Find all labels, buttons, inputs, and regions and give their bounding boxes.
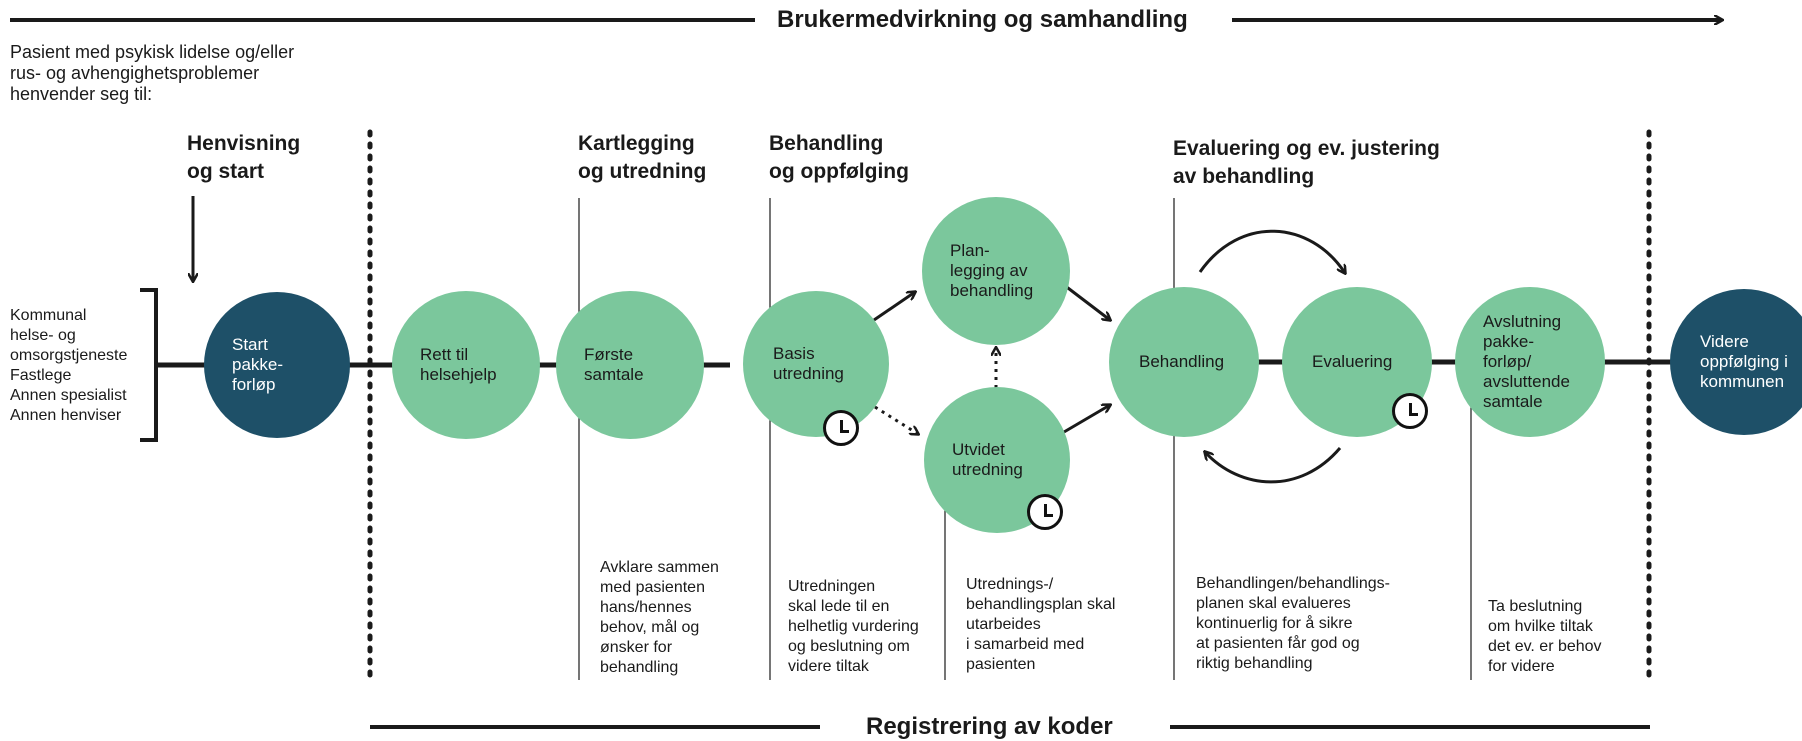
node-label-line: Første xyxy=(584,345,634,364)
node-label-line: kommunen xyxy=(1700,372,1785,391)
desc-line: med pasienten xyxy=(600,579,705,596)
node-utvidet-utredning: Utvidet utredning xyxy=(924,387,1070,533)
bracket-icon xyxy=(140,288,158,442)
node-label-line: oppfølging i xyxy=(1700,352,1788,371)
clock-icon xyxy=(823,410,859,446)
arrow-dotted-basis-utvidet xyxy=(874,405,918,434)
desc-behandling: Behandlingen/behandlings- planen skal ev… xyxy=(1196,574,1390,674)
phase-title-line: Kartlegging xyxy=(578,132,695,155)
referrer-item: Kommunal xyxy=(10,307,87,324)
desc-line: pasienten xyxy=(966,656,1036,673)
phase-title-line: Henvisning xyxy=(187,132,301,155)
desc-line: kontinuerlig for å sikre xyxy=(1196,615,1353,632)
phase-title-line: Evaluering og ev. justering xyxy=(1173,137,1440,160)
phase-title-line: Behandling xyxy=(769,132,884,155)
referrer-item: Annen spesialist xyxy=(10,387,127,404)
desc-utvidet-utredning: Utrednings-/ behandlingsplan skal utarbe… xyxy=(966,575,1115,675)
node-label-line: Evaluering xyxy=(1312,352,1393,371)
desc-line: Utrednings-/ xyxy=(966,576,1054,593)
arrow-right-icon-plan-behandling xyxy=(1063,283,1110,320)
desc-avslutning: Ta beslutning om hvilke tiltak det ev. e… xyxy=(1488,597,1602,677)
arrow-right-icon-utvidet-behandling xyxy=(1063,405,1110,434)
node-label-line: legging av xyxy=(950,261,1028,280)
desc-line: Utredningen xyxy=(788,578,876,595)
referrer-item: omsorgstjeneste xyxy=(10,347,128,364)
node-label-line: helsehjelp xyxy=(420,365,497,384)
intro-line: rus- og avhengighetsproblemer xyxy=(10,63,260,83)
desc-line: Avklare sammen xyxy=(600,559,719,576)
desc-forste-samtale: Avklare sammen med pasienten hans/hennes… xyxy=(600,558,719,678)
phase-title-line: og start xyxy=(187,160,265,183)
node-behandling: Behandling xyxy=(1109,287,1259,437)
phase-title-line: og oppfølging xyxy=(769,160,909,183)
node-label-line: utredning xyxy=(952,460,1023,479)
node-label-line: Behandling xyxy=(1139,352,1225,371)
phase-kartlegging: Kartlegging og utredning xyxy=(578,130,706,186)
desc-line: Behandlingen/behandlings- xyxy=(1196,575,1390,592)
desc-line: hans/hennes xyxy=(600,599,692,616)
desc-line: utarbeides xyxy=(966,616,1041,633)
node-label-line: behandling xyxy=(950,281,1034,300)
curved-arrow-icon-top xyxy=(1198,229,1345,273)
bottom-banner-title: Registrering av koder xyxy=(866,713,1113,740)
desc-line: skal lede til en xyxy=(788,598,890,615)
node-label-line: pakke- xyxy=(232,355,284,374)
phase-title-line: og utredning xyxy=(578,160,707,183)
desc-line: behandling xyxy=(600,659,679,676)
desc-line: det ev. er behov xyxy=(1488,638,1602,655)
desc-line: planen skal evalueres xyxy=(1196,595,1351,612)
node-basis-utredning: Basis utredning xyxy=(743,291,889,437)
clock-icon xyxy=(1027,494,1063,530)
node-avslutning: Avslutning pakke- forløp/ avsluttende sa… xyxy=(1455,287,1605,437)
node-label-line: Utvidet xyxy=(952,440,1005,459)
phase-henvisning: Henvisning og start xyxy=(187,130,300,186)
clock-icon xyxy=(1392,393,1428,429)
node-label-line: utredning xyxy=(773,364,844,383)
desc-line: at pasienten får god og xyxy=(1196,635,1360,652)
desc-line: i samarbeid med xyxy=(966,636,1085,653)
intro-text: Pasient med psykisk lidelse og/eller rus… xyxy=(10,42,294,105)
desc-line: videre tiltak xyxy=(788,658,869,675)
phase-evaluering: Evaluering og ev. justering av behandlin… xyxy=(1173,135,1440,191)
desc-line: om hvilke tiltak xyxy=(1488,618,1593,635)
intro-line: Pasient med psykisk lidelse og/eller xyxy=(10,42,295,62)
node-label-line: samtale xyxy=(584,365,644,384)
desc-line: for videre xyxy=(1488,658,1555,675)
curved-arrow-icon-bottom xyxy=(1205,447,1342,484)
node-label-line: forløp/ xyxy=(1483,352,1532,371)
node-forste-samtale: Første samtale xyxy=(556,291,704,439)
referrer-item: helse- og xyxy=(10,327,76,344)
node-label-line: avsluttende xyxy=(1483,372,1570,391)
desc-line: behov, mål og xyxy=(600,619,700,636)
desc-basis-utredning: Utredningen skal lede til en helhetlig v… xyxy=(788,577,919,677)
arrow-right-icon-basis-plan xyxy=(873,292,915,322)
node-label-line: Videre xyxy=(1700,332,1749,351)
intro-line: henvender seg til: xyxy=(10,84,153,104)
node-label-line: samtale xyxy=(1483,392,1543,411)
referrer-item: Fastlege xyxy=(10,367,72,384)
node-label-line: Rett til xyxy=(420,345,469,364)
phase-title-line: av behandling xyxy=(1173,165,1315,188)
node-videre-oppfolging: Videre oppfølging i kommunen xyxy=(1670,289,1802,435)
desc-line: behandlingsplan skal xyxy=(966,596,1116,613)
phase-behandling: Behandling og oppfølging xyxy=(769,130,909,186)
node-label-line: Plan- xyxy=(950,241,990,260)
desc-line: og beslutning om xyxy=(788,638,910,655)
desc-line: helhetlig vurdering xyxy=(788,618,919,635)
node-label-line: Basis xyxy=(773,344,815,363)
desc-line: Ta beslutning xyxy=(1488,598,1583,615)
node-label-line: Start xyxy=(232,335,268,354)
node-label-line: Avslutning xyxy=(1483,312,1562,331)
node-start: Start pakke- forløp xyxy=(204,292,350,438)
referrer-item: Annen henviser xyxy=(10,407,122,424)
node-label-line: pakke- xyxy=(1483,332,1535,351)
node-rett-til-helsehjelp: Rett til helsehjelp xyxy=(392,291,540,439)
top-banner-title: Brukermedvirkning og samhandling xyxy=(777,6,1188,33)
desc-line: ønsker for xyxy=(600,639,673,656)
desc-line: riktig behandling xyxy=(1196,655,1313,672)
node-planlegging: Plan- legging av behandling xyxy=(922,197,1070,345)
referrer-list: Kommunal helse- og omsorgstjeneste Fastl… xyxy=(10,306,127,426)
node-label-line: forløp xyxy=(232,375,276,394)
